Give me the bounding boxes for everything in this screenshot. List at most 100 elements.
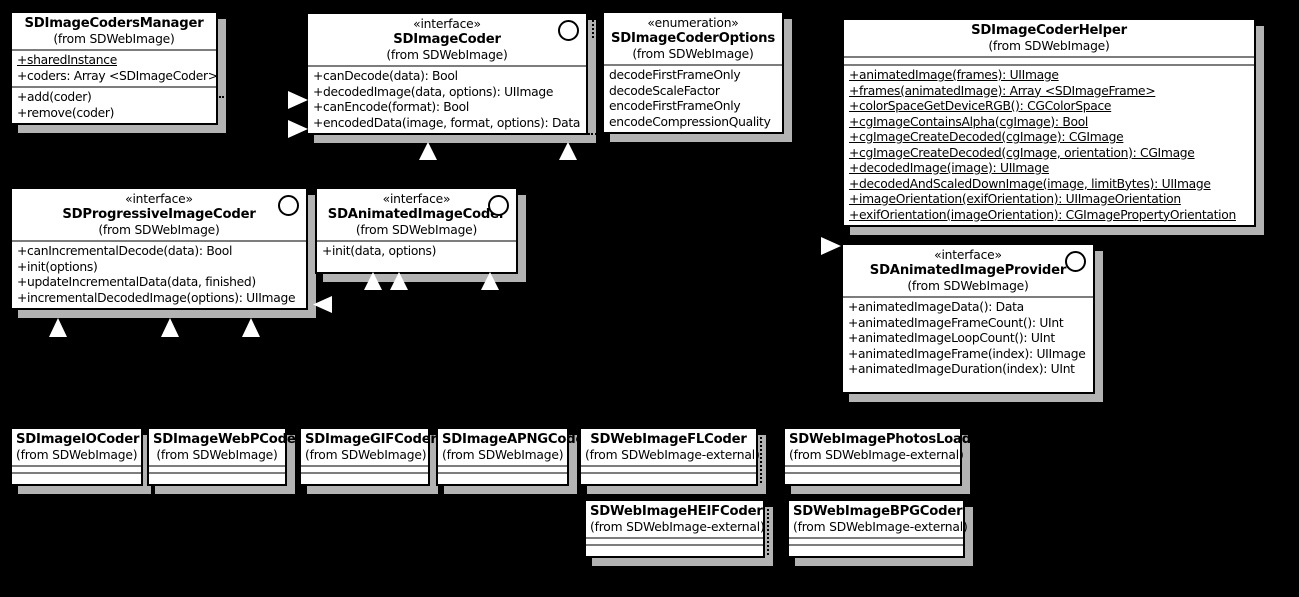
method-line: +animatedImageFrame(index): UIImage <box>848 346 1086 361</box>
method-line: +updateIncrementalData(data, finished) <box>17 275 256 289</box>
attributes-compartment: +sharedInstance +coders: Array <SDImageC… <box>12 49 218 86</box>
class-title-compartment: SDImageGIFCoder (from SDWebImage) <box>301 429 437 465</box>
realization-arrow-icon <box>364 272 382 290</box>
class-from-label: (from SDWebImage) <box>386 48 508 62</box>
interface-circle-icon <box>558 20 579 41</box>
methods-compartment <box>149 472 285 484</box>
interface-circle-icon <box>1065 251 1086 272</box>
class-title-compartment: «interface» SDAnimatedImageProvider (fro… <box>843 245 1093 296</box>
attribute-line: +sharedInstance <box>17 53 117 67</box>
class-title-compartment: SDWebImageFLCoder (from SDWebImage-exter… <box>581 429 760 465</box>
dashed-line-fragment <box>760 430 762 483</box>
class-from-label: (from SDWebImage) <box>16 448 138 462</box>
class-title-compartment: SDImageAPNGCoder (from SDWebImage) <box>438 429 591 465</box>
class-from-label: (from SDWebImage) <box>156 448 278 462</box>
method-line: +add(coder) <box>17 90 92 104</box>
method-line: +exifOrientation(imageOrientation): CGIm… <box>849 207 1236 222</box>
class-from-label: (from SDWebImage) <box>632 47 754 61</box>
enum-value-line: decodeScaleFactor <box>609 83 720 98</box>
attributes-compartment <box>586 537 763 544</box>
class-box-sdwebimageflcoder: SDWebImageFLCoder (from SDWebImage-exter… <box>579 427 760 486</box>
class-box-sdimagecoderoptions: «enumeration» SDImageCoderOptions (from … <box>602 11 784 134</box>
realization-arrow-icon <box>49 318 67 337</box>
methods-compartment <box>12 472 141 484</box>
class-name: SDImageWebPCoder <box>153 432 302 447</box>
attribute-line: +coders: Array <SDImageCoder> <box>17 68 218 83</box>
class-title-compartment: SDImageCoderHelper (from SDWebImage) <box>844 20 1254 56</box>
method-line: +imageOrientation(exifOrientation): UIIm… <box>849 192 1181 206</box>
class-box-sdimagecoder: «interface» SDImageCoder (from SDWebImag… <box>306 12 588 135</box>
generalization-arrow-icon <box>419 142 437 160</box>
class-box-sdwebimagebpgcoder: SDWebImageBPGCoder (from SDWebImage-exte… <box>787 499 968 558</box>
attributes-compartment <box>12 465 141 472</box>
attributes-compartment <box>844 56 1254 64</box>
class-box-sdimagegifcoder: SDImageGIFCoder (from SDWebImage) <box>299 427 437 486</box>
class-title-compartment: SDWebImageHEIFCoder (from SDWebImage-ext… <box>586 501 765 537</box>
stereotype-label: «interface» <box>413 17 481 31</box>
attributes-compartment <box>785 465 960 472</box>
stereotype-label: «enumeration» <box>647 16 739 30</box>
class-name: SDProgressiveImageCoder <box>62 207 256 222</box>
method-line: +canDecode(data): Bool <box>313 69 458 83</box>
method-line: +cgImageCreateDecoded(cgImage): CGImage <box>849 130 1124 144</box>
method-line: +colorSpaceGetDeviceRGB(): CGColorSpace <box>849 99 1112 113</box>
class-box-sdanimatedimageprovider: «interface» SDAnimatedImageProvider (fro… <box>841 243 1095 394</box>
class-name: SDWebImageBPGCoder <box>793 504 963 519</box>
method-line: +encodedData(image, format, options): Da… <box>313 115 581 130</box>
class-from-label: (from SDWebImage) <box>355 223 478 237</box>
methods-compartment <box>301 472 428 484</box>
class-name: SDWebImagePhotosLoader <box>789 432 987 447</box>
methods-compartment: +animatedImage(frames): UIImage +frames(… <box>844 64 1254 225</box>
methods-compartment: +canDecode(data): Bool +decodedImage(dat… <box>308 65 586 133</box>
enum-value-line: decodeFirstFrameOnly <box>609 68 741 82</box>
method-line: +canEncode(format): Bool <box>313 100 469 114</box>
method-line: +frames(animatedImage): Array <SDImageFr… <box>849 83 1156 98</box>
interface-circle-icon <box>488 195 509 216</box>
dashed-line-fragment <box>767 505 769 555</box>
methods-compartment: +animatedImageData(): Data +animatedImag… <box>843 296 1093 392</box>
methods-compartment <box>438 472 567 484</box>
class-from-label: (from SDWebImage) <box>98 223 220 237</box>
class-box-sdimageiocoder: SDImageIOCoder (from SDWebImage) <box>10 427 143 486</box>
realization-arrow-icon <box>288 120 308 138</box>
class-from-label: (from SDWebImage) <box>305 448 427 462</box>
interface-circle-icon <box>278 195 299 216</box>
class-box-sdwebimageheifcoder: SDWebImageHEIFCoder (from SDWebImage-ext… <box>584 499 765 558</box>
attributes-compartment <box>301 465 428 472</box>
realization-arrow-icon <box>390 272 408 290</box>
realization-arrow-icon <box>481 272 499 290</box>
class-box-sdimagecoderhelper: SDImageCoderHelper (from SDWebImage) +an… <box>842 18 1256 227</box>
class-box-sdanimatedimagecoder: «interface» SDAnimatedImageCoder (from S… <box>315 187 518 274</box>
class-title-compartment: SDImageCodersManager (from SDWebImage) <box>12 13 216 49</box>
class-name: SDImageIOCoder <box>16 432 140 447</box>
class-from-label: (from SDWebImage-external) <box>793 520 968 534</box>
realization-arrow-icon <box>242 318 260 337</box>
class-title-compartment: SDWebImageBPGCoder (from SDWebImage-exte… <box>789 501 968 537</box>
class-from-label: (from SDWebImage-external) <box>789 448 964 462</box>
class-from-label: (from SDWebImage) <box>442 448 564 462</box>
attributes-compartment <box>581 465 756 472</box>
stereotype-label: «interface» <box>125 192 193 206</box>
method-line: +remove(coder) <box>17 105 115 120</box>
class-title-compartment: SDImageIOCoder (from SDWebImage) <box>12 429 141 465</box>
method-line: +cgImageCreateDecoded(cgImage, orientati… <box>849 145 1195 160</box>
methods-compartment <box>789 544 963 556</box>
method-line: +init(data, options) <box>322 244 437 258</box>
class-title-compartment: «enumeration» SDImageCoderOptions (from … <box>604 13 782 64</box>
realization-arrow-icon <box>313 296 332 313</box>
class-name: SDAnimatedImageCoder <box>327 207 506 222</box>
attributes-compartment <box>789 537 963 544</box>
class-name: SDWebImageFLCoder <box>590 432 747 447</box>
method-line: +cgImageContainsAlpha(cgImage): Bool <box>849 114 1089 129</box>
attributes-compartment <box>149 465 285 472</box>
class-title-compartment: «interface» SDImageCoder (from SDWebImag… <box>308 14 586 65</box>
methods-compartment: +add(coder) +remove(coder) <box>12 86 216 123</box>
class-from-label: (from SDWebImage) <box>988 39 1110 53</box>
dashed-line-fragment <box>588 133 600 135</box>
method-line: +animatedImageLoopCount(): UInt <box>848 331 1055 345</box>
class-name: SDWebImageHEIFCoder <box>590 504 763 519</box>
method-line: +animatedImageData(): Data <box>848 300 1024 314</box>
generalization-arrow-icon <box>559 142 577 160</box>
realization-arrow-icon <box>288 91 308 109</box>
